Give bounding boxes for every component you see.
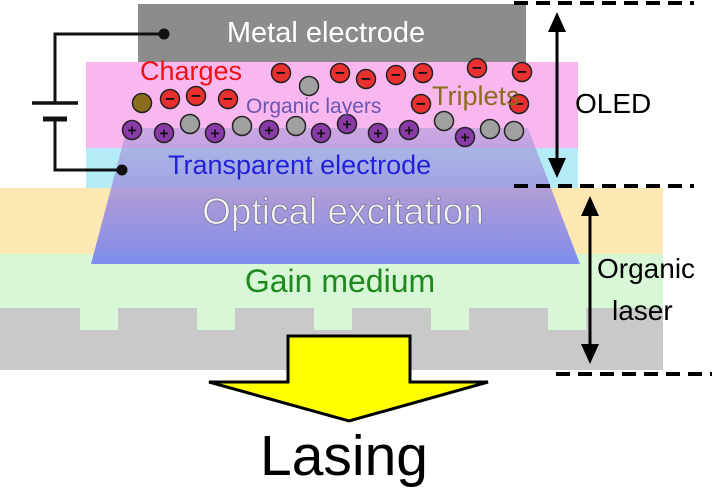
negative-charge: −: [185, 85, 207, 107]
charges-label: Charges: [140, 56, 242, 86]
triplet: [433, 110, 455, 132]
svg-text:+: +: [404, 123, 413, 140]
positive-charge: +: [310, 122, 332, 144]
lasing-label: Lasing: [260, 424, 428, 488]
svg-text:−: −: [191, 87, 201, 106]
svg-text:+: +: [210, 126, 219, 143]
negative-charge: −: [466, 57, 488, 79]
metal-electrode-label: Metal electrode: [227, 17, 425, 49]
negative-charge: −: [385, 64, 407, 86]
gain-medium-label: Gain medium: [245, 263, 435, 299]
negative-charge: −: [270, 62, 292, 84]
svg-text:+: +: [460, 130, 469, 147]
negative-charge: −: [412, 62, 434, 84]
circuit-wire-bottom: [53, 119, 122, 172]
contact-dot-bottom: [116, 164, 128, 176]
svg-text:+: +: [342, 117, 351, 134]
positive-charge: +: [367, 122, 389, 144]
particle-group: − − − − − − − − − − − − + + + + + + + + …: [121, 57, 533, 148]
lasing-arrow: [208, 334, 489, 423]
triplet-dark: [131, 92, 153, 114]
triplet: [179, 113, 201, 135]
svg-text:−: −: [335, 64, 345, 83]
metal-electrode: [138, 4, 526, 62]
organic-laser-label-line1: Organic: [597, 253, 695, 284]
triplet: [479, 118, 501, 140]
organic-laser-label-line2: laser: [612, 295, 673, 326]
negative-charge: −: [508, 93, 530, 115]
organic-layers-label: Organic layers: [246, 95, 381, 118]
triplet: [503, 120, 525, 142]
svg-text:−: −: [514, 95, 524, 114]
negative-charge: −: [217, 88, 239, 110]
laser-arrowhead-down: [581, 344, 599, 364]
oled-arrowhead-up: [548, 12, 566, 32]
positive-charge: +: [336, 113, 358, 135]
svg-text:−: −: [223, 90, 233, 109]
svg-text:−: −: [472, 59, 482, 78]
triplet: [231, 115, 253, 137]
negative-charge: −: [511, 61, 533, 83]
triplets-label: Triplets: [432, 81, 520, 111]
svg-text:+: +: [264, 123, 273, 140]
svg-text:−: −: [391, 66, 401, 85]
triplet: [298, 75, 320, 97]
negative-charge: −: [329, 62, 351, 84]
positive-charge: +: [204, 122, 226, 144]
laser-arrowhead-up: [581, 196, 599, 216]
optical-excitation-region: [91, 128, 580, 264]
triplet: [285, 115, 307, 137]
svg-text:+: +: [159, 126, 168, 143]
positive-charge: +: [121, 119, 143, 141]
positive-charge: +: [398, 119, 420, 141]
negative-charge: −: [355, 68, 377, 90]
optical-excitation-label: Optical excitation: [202, 191, 484, 232]
svg-text:−: −: [361, 70, 371, 89]
svg-text:−: −: [418, 64, 428, 83]
svg-text:−: −: [416, 95, 426, 114]
oled-arrowhead-down: [548, 158, 566, 178]
svg-text:−: −: [517, 63, 527, 82]
svg-text:+: +: [316, 126, 325, 143]
svg-text:+: +: [373, 126, 382, 143]
svg-text:−: −: [276, 64, 286, 83]
transparent-electrode-label: Transparent electrode: [168, 150, 431, 180]
svg-text:+: +: [127, 123, 136, 140]
circuit-wire-top: [53, 32, 164, 103]
positive-charge: +: [258, 119, 280, 141]
oled-label: OLED: [575, 88, 651, 119]
negative-charge: −: [410, 93, 432, 115]
contact-dot-top: [158, 28, 170, 40]
negative-charge: −: [159, 88, 181, 110]
gain-medium-layer: [0, 254, 663, 332]
positive-charge: +: [153, 122, 175, 144]
svg-text:−: −: [165, 90, 175, 109]
positive-charge: +: [454, 126, 476, 148]
